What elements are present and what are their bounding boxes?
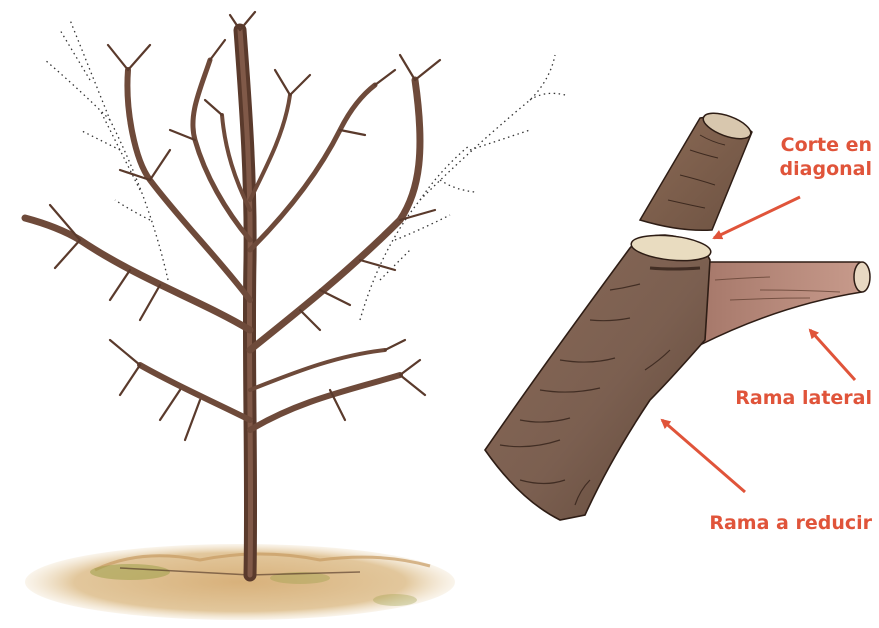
diagonal-cut-label: Corte en diagonal [780,133,872,181]
arrow-icon [810,330,855,380]
diagonal-cut-label-line1: Corte en [780,133,872,157]
diagonal-cut-label-line2: diagonal [780,157,872,181]
lateral-branch-label: Rama lateral [735,386,872,410]
arrow-icon [662,420,745,492]
tree [25,12,440,575]
removed-branch-piece [640,108,754,230]
arrow-icon [714,197,800,238]
ground [25,544,455,620]
branch-to-reduce-label: Rama a reducir [709,511,872,535]
branch-stump [485,232,870,520]
